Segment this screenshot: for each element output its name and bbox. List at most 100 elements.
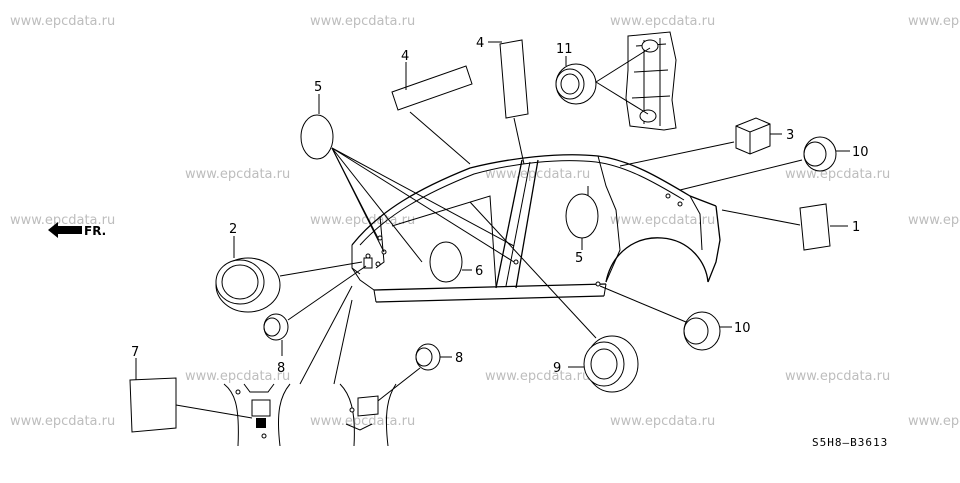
inset-contour: [277, 383, 291, 447]
inset-contour: [385, 383, 397, 447]
leader-line: [331, 147, 515, 263]
inset-contour: [339, 383, 355, 447]
callout-5-a: 5: [314, 80, 322, 95]
hole-icon: [665, 193, 671, 199]
leader-line: [331, 147, 385, 253]
watermark-text: www.epcdata.ru: [10, 414, 115, 429]
leader-line: [333, 299, 353, 385]
hole-icon: [513, 259, 519, 265]
watermark-text: www.epcdata.ru: [610, 213, 715, 228]
grommet-inner-icon: [415, 347, 433, 367]
watermark-text: www.epcdata.ru: [485, 369, 590, 384]
hole-icon: [375, 261, 381, 267]
watermark-text: www.epcdata.ru: [10, 14, 115, 29]
watermark-text: www.epcdata.ru: [185, 167, 290, 182]
part-8-grommet-left: 8: [263, 265, 367, 376]
b-pillar-front-edge: [495, 159, 523, 289]
square-pad-icon: [129, 377, 177, 433]
grommet-inner-icon: [803, 141, 827, 167]
part-8-grommet-right: 8: [373, 343, 463, 405]
watermark-text: www.epcdata.ru: [185, 369, 290, 384]
callout-10-a: 10: [852, 145, 869, 160]
inset-contour: [243, 383, 275, 393]
b-pillar-center: [505, 161, 531, 287]
watermark-text: www.epcdata.ru: [908, 213, 960, 228]
hole-icon: [677, 201, 683, 207]
watermark-text: www.epcdata.ru: [610, 414, 715, 429]
inset-block-icon: [256, 418, 266, 428]
front-direction-indicator: FR.: [48, 222, 106, 238]
foam-block-icon: [735, 117, 771, 155]
sill-bottom: [375, 295, 605, 303]
strip-pad-icon: [499, 39, 529, 119]
round-patch-icon: [429, 241, 463, 283]
watermark-text: www.epcdata.ru: [310, 414, 415, 429]
leader-line: [409, 111, 471, 165]
watermark-text: www.epcdata.ru: [610, 14, 715, 29]
inset-pad-icon: [251, 399, 271, 417]
grommet-inner-icon: [263, 317, 281, 337]
callout-4-b: 4: [476, 36, 484, 51]
roof-inner-outline: [359, 160, 685, 246]
foam-block-edges: [735, 123, 771, 154]
roof-outline: [351, 154, 717, 246]
leader-line: [287, 265, 367, 321]
watermark-text: www.epcdata.ru: [908, 14, 960, 29]
car-body-side-panel: [351, 154, 721, 303]
leader-line: [373, 367, 421, 405]
watermark-text: www.epcdata.ru: [485, 167, 590, 182]
part-4-strip-vertical: 4: [476, 36, 529, 165]
rear-end-outline: [707, 205, 721, 283]
callout-6: 6: [475, 264, 483, 279]
part-10-grommet-upper: 10: [679, 136, 869, 191]
part-7-pad: 7: [129, 345, 253, 433]
front-lower-outline: [351, 267, 375, 291]
b-pillar-rear-edge: [515, 159, 539, 289]
hole-icon: [349, 407, 355, 413]
inset-contour: [223, 383, 239, 447]
rear-quarter-inner: [689, 195, 703, 251]
grommet-outer-icon: [803, 136, 837, 172]
leader-line: [469, 201, 597, 339]
callout-8-b: 8: [455, 351, 463, 366]
part-4-strip-horizontal: 4: [391, 49, 473, 165]
callout-11: 11: [556, 42, 573, 57]
callout-3: 3: [786, 128, 794, 143]
callout-2: 2: [229, 222, 237, 237]
leader-line: [175, 404, 253, 419]
rear-wheel-arch: [605, 237, 709, 283]
grommet-face-icon: [583, 341, 625, 387]
leader-line: [513, 117, 525, 165]
leader-line: [599, 285, 687, 323]
rear-inner-panel-detail: [625, 31, 677, 131]
watermark-text: www.epcdata.ru: [10, 213, 115, 228]
grommet-face-icon: [215, 259, 265, 305]
sealing-pad-icon: [799, 203, 831, 251]
part-10-grommet-lower: 10: [599, 285, 751, 351]
leader-line: [299, 285, 353, 385]
hole-icon: [377, 235, 383, 241]
leader-line: [721, 209, 801, 226]
hole-icon: [595, 281, 601, 287]
callout-10-b: 10: [734, 321, 751, 336]
watermark-text: www.epcdata.ru: [310, 213, 415, 228]
callout-8-a: 8: [277, 361, 285, 376]
sill-rear-end: [603, 283, 607, 297]
c-pillar-outline: [597, 155, 621, 283]
grommet-inner-icon: [560, 73, 580, 95]
sill-top: [373, 283, 607, 291]
part-1-pad: 1: [721, 203, 860, 251]
callout-1: 1: [852, 220, 860, 235]
part-6-patch: 6: [429, 241, 483, 283]
grommet-outer-icon: [415, 343, 441, 371]
part-2-grommet: 2: [215, 222, 363, 313]
hole-icon: [235, 389, 241, 395]
watermark-layer: www.epcdata.ru www.epcdata.ru www.epcdat…: [10, 14, 960, 429]
part-9-grommet: 9: [469, 201, 639, 393]
small-pad-icon: [363, 257, 373, 269]
round-patch-icon: [300, 114, 334, 160]
callout-4-a: 4: [401, 49, 409, 64]
watermark-text: www.epcdata.ru: [785, 167, 890, 182]
sill-front-end: [373, 289, 377, 303]
